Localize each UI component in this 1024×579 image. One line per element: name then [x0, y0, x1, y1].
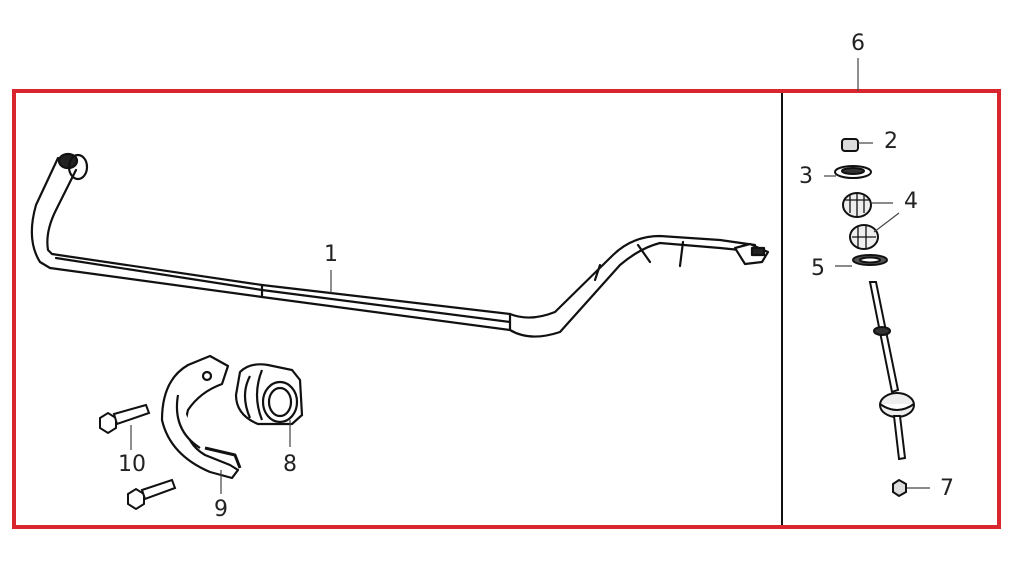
bushing-drawing	[234, 363, 304, 426]
callout-6: 6	[851, 31, 865, 56]
callout-1: 1	[324, 242, 338, 267]
link-parts-drawing	[824, 138, 930, 498]
stabilizer-bar-drawing	[30, 152, 770, 338]
assembly-frame	[12, 89, 1001, 529]
callout-10: 10	[118, 452, 146, 477]
bolt-drawing	[99, 403, 177, 511]
callout-7: 7	[940, 476, 954, 501]
callout-5: 5	[811, 256, 825, 281]
callout-3: 3	[799, 164, 813, 189]
callout-4: 4	[904, 189, 918, 214]
callout-9: 9	[214, 497, 228, 522]
clamp-drawing	[160, 354, 242, 480]
callout-2: 2	[884, 129, 898, 154]
callout-8: 8	[283, 452, 297, 477]
